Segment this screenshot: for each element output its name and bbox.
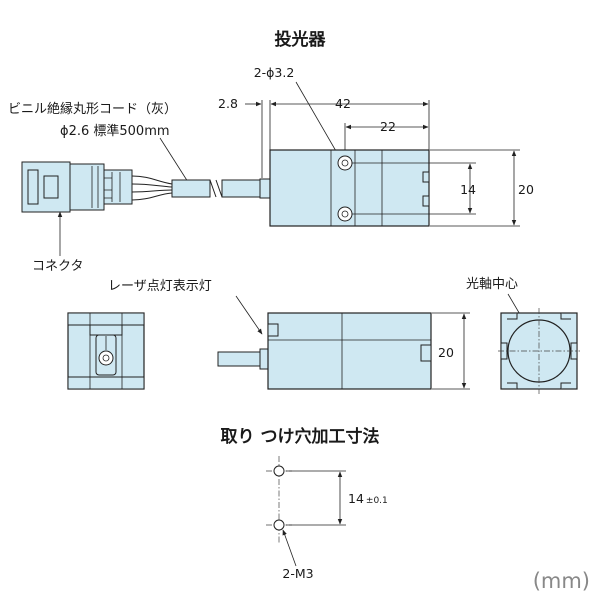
dim-20-top: 20: [518, 182, 534, 197]
tap-spec-leader: [282, 529, 297, 567]
dim-14-mount-tolerance: ±0.1: [366, 496, 388, 506]
laser-lamp-label: レーザ点灯表示灯: [108, 279, 212, 294]
tap-spec-label: 2-M3: [282, 566, 313, 581]
dim-2-8: 2.8: [218, 96, 238, 111]
connector-label: コネクタ: [32, 259, 83, 274]
emitter-rear-view: [67, 312, 145, 390]
dim-42: 42: [335, 96, 351, 111]
unit-label: (mm): [533, 569, 590, 593]
emitter-top-view: [269, 149, 430, 227]
dim-14-mount: 14±0.1: [348, 491, 388, 506]
cable-top: [171, 178, 271, 199]
dim-22: 22: [380, 119, 396, 134]
connector-top: [21, 161, 173, 213]
hole-spec-label: 2-ϕ3.2: [254, 65, 295, 80]
mounting-hole-drawing: [266, 456, 292, 544]
dim-14: 14: [460, 182, 476, 197]
title-emitter: 投光器: [275, 29, 327, 50]
dim-14-mount-value: 14: [348, 491, 364, 506]
cable-leader: [159, 137, 189, 183]
laser-lamp-leader: [235, 295, 263, 335]
mount-hole-top: [337, 155, 353, 171]
hole-spec-leader: [295, 81, 341, 159]
mount-hole-bottom: [337, 206, 353, 222]
emitter-front-view: [498, 308, 580, 394]
cable-spec-label: ϕ2.6 標準500mm: [60, 123, 170, 139]
title-mounting: 取り つけ穴加工寸法: [221, 426, 380, 447]
emitter-side-view: [217, 312, 432, 390]
cable-label: ビニル絶縁丸形コード（灰）: [8, 101, 177, 117]
dim-20-side: 20: [438, 345, 454, 360]
optical-center-label: 光軸中心: [466, 277, 518, 292]
